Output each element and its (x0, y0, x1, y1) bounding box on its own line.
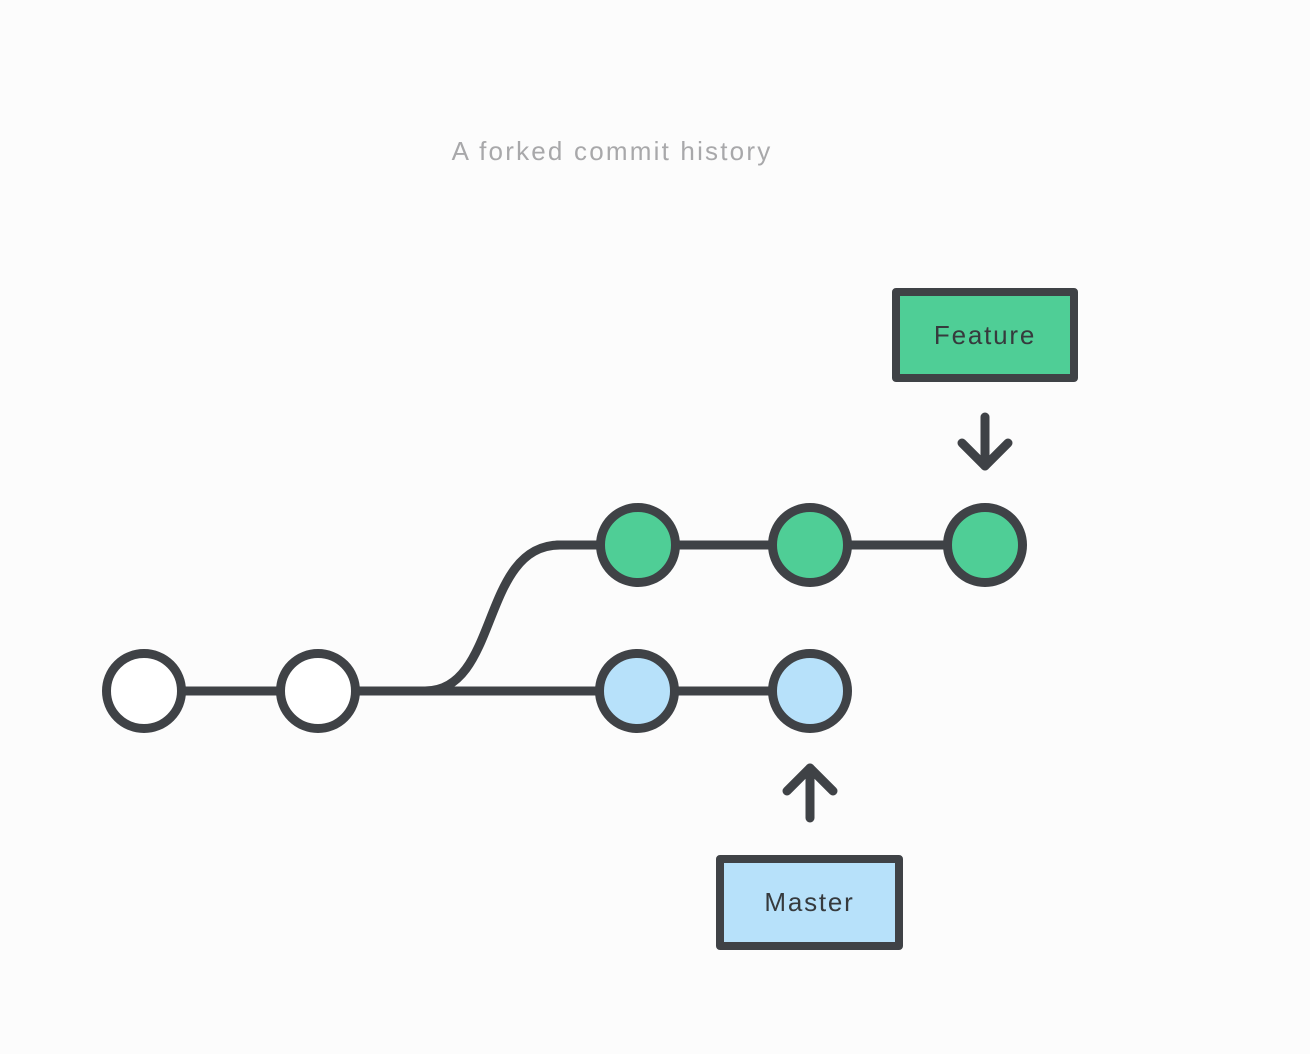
master-label-text: Master (764, 887, 855, 917)
commit-node-shared-1 (102, 649, 186, 733)
master-branch-label: Master (716, 855, 903, 950)
diagram-title: A forked commit history (451, 136, 773, 166)
commit-node-master-1 (595, 649, 679, 733)
commit-node-feature-tip (943, 503, 1027, 587)
feature-label-text: Feature (933, 319, 1037, 350)
arrow-up-icon (782, 763, 838, 796)
fork-curve (420, 540, 565, 696)
commit-node-shared-2 (276, 649, 360, 733)
feature-branch-label: Feature (892, 288, 1078, 382)
commit-node-master-tip (768, 649, 852, 733)
commit-node-feature-1 (596, 503, 680, 587)
arrow-down-icon (957, 438, 1013, 471)
commit-node-feature-2 (768, 503, 852, 587)
